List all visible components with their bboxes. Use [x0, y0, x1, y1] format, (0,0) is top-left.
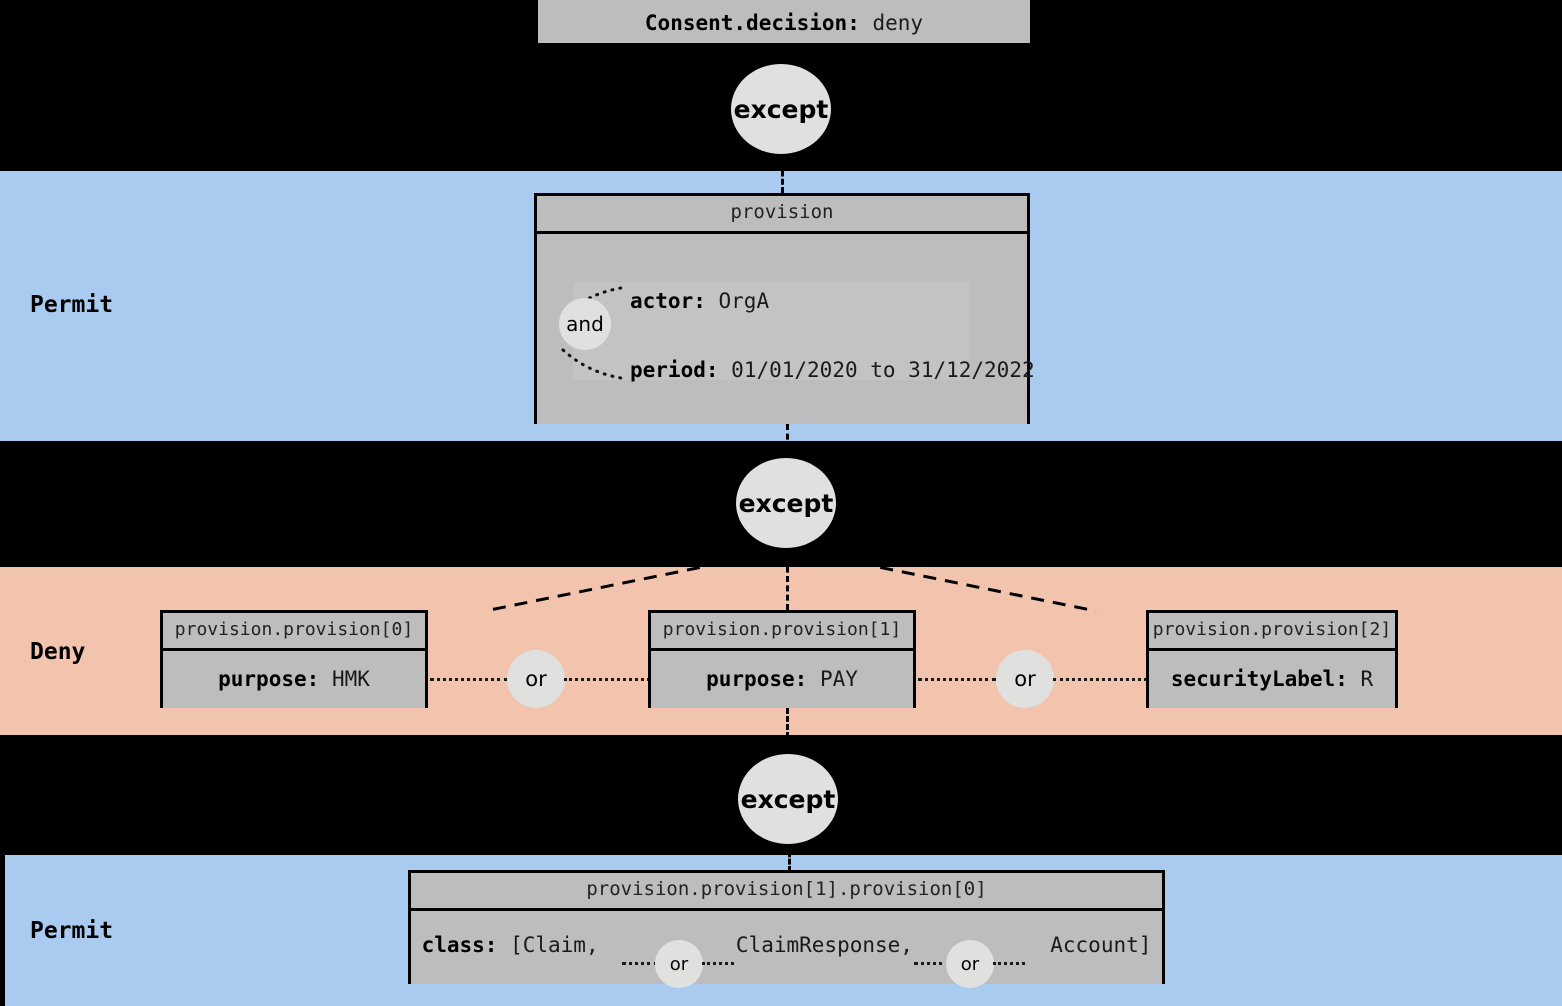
row-label-securitylabel: securityLabel: [1170, 667, 1348, 691]
node-bottom-text: class: [Claim, ClaimResponse, Account] [411, 933, 1162, 957]
and-connector-curves [561, 286, 623, 380]
node-provision-1-body: purpose: PAY [651, 651, 913, 708]
or-connector-right-b [1053, 678, 1147, 681]
connector-except1-to-provision [781, 154, 784, 193]
bottom-or-connector-2a [914, 962, 950, 965]
node-bottom-body: class: [Claim, ClaimResponse, Account] o… [411, 911, 1162, 988]
node-provision-row-period: period: 01/01/2020 to 31/12/2022 [630, 358, 1035, 382]
row-label-period: period: [630, 358, 719, 382]
node-provision-rows-panel [573, 282, 969, 380]
bottom-or-connector-1a [622, 962, 658, 965]
node-provision-2-body: securityLabel: R [1149, 651, 1395, 708]
operator-or-1[interactable]: or [507, 650, 565, 708]
node-provision-0[interactable]: provision.provision[0] purpose: HMK [160, 610, 428, 708]
connector-provision-to-except2 [786, 424, 789, 459]
class-middle: ClaimResponse, [735, 933, 913, 957]
node-provision-2-header: provision.provision[2] [1149, 613, 1395, 651]
or-connector-left-b [564, 678, 650, 681]
consent-decision-value: deny [872, 11, 924, 35]
bottom-or-connector-2b [993, 962, 1025, 965]
node-provision-header: provision [537, 196, 1027, 234]
node-provision-1[interactable]: provision.provision[1] purpose: PAY [648, 610, 916, 708]
operator-except-3[interactable]: except [738, 754, 838, 844]
node-provision-body: and actor: OrgA period: 01/01/2020 to 31… [537, 234, 1035, 424]
class-close: Account] [1050, 933, 1152, 957]
band-label-permit-bottom: Permit [30, 918, 114, 944]
connector-node1-to-except3 [786, 708, 789, 754]
row-label-purpose-0: purpose: [218, 667, 320, 691]
operator-or-3[interactable]: or [655, 940, 703, 988]
node-provision-0-body: purpose: HMK [163, 651, 425, 708]
node-provision-2[interactable]: provision.provision[2] securityLabel: R [1146, 610, 1398, 708]
node-provision[interactable]: provision and actor: OrgA period: 01/01/… [534, 193, 1035, 424]
consent-decision-text: Consent.decision: deny [538, 11, 1030, 35]
operator-and[interactable]: and [559, 298, 611, 350]
node-provision-1-text: purpose: PAY [651, 667, 913, 691]
node-provision-row-actor: actor: OrgA [630, 289, 769, 313]
row-value-purpose-0: HMK [331, 667, 370, 691]
or-connector-left-a [430, 678, 508, 681]
except2-fanout-connectors [484, 548, 1097, 613]
operator-or-4[interactable]: or [946, 940, 994, 988]
row-value-actor: OrgA [718, 289, 770, 313]
node-provision-2-text: securityLabel: R [1149, 667, 1395, 691]
node-provision-0-header: provision.provision[0] [163, 613, 425, 651]
row-value-securitylabel: R [1360, 667, 1374, 691]
bottom-band-left-edge [0, 855, 5, 1006]
connector-top-to-except1 [781, 43, 784, 71]
row-value-purpose-1: PAY [819, 667, 858, 691]
operator-except-2[interactable]: except [736, 458, 836, 548]
class-open-bracket: [Claim, [510, 933, 599, 957]
row-value-period: 01/01/2020 to 31/12/2022 [731, 358, 1035, 382]
row-label-purpose-1: purpose: [706, 667, 808, 691]
node-provision-0-text: purpose: HMK [163, 667, 425, 691]
connector-except3-to-bottom [788, 844, 791, 872]
connector-except2-to-node1 [786, 548, 789, 610]
row-label-class: class: [421, 933, 498, 957]
or-connector-right-a [918, 678, 996, 681]
consent-decision-box[interactable]: Consent.decision: deny [538, 0, 1030, 43]
consent-decision-label: Consent.decision: [644, 11, 860, 35]
band-label-permit-top: Permit [30, 292, 114, 318]
node-provision-1-header: provision.provision[1] [651, 613, 913, 651]
node-provision-1-provision-0[interactable]: provision.provision[1].provision[0] clas… [408, 870, 1165, 988]
row-label-actor: actor: [630, 289, 706, 313]
bottom-or-connector-1b [702, 962, 734, 965]
band-label-deny: Deny [30, 639, 86, 665]
operator-except-1[interactable]: except [731, 64, 831, 154]
operator-or-2[interactable]: or [996, 650, 1054, 708]
node-bottom-header: provision.provision[1].provision[0] [411, 873, 1162, 911]
